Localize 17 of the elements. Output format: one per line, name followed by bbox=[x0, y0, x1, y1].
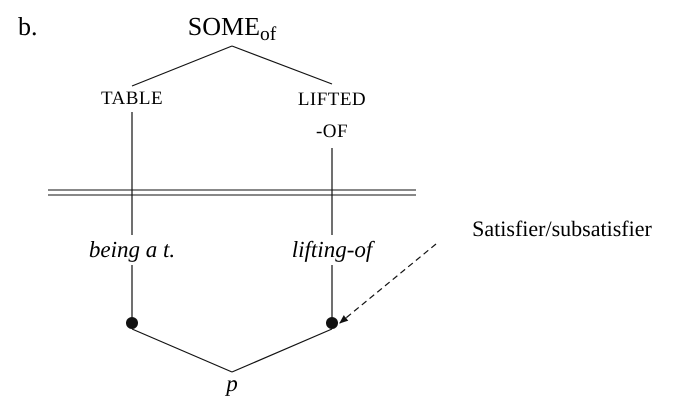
node-label: TABLE bbox=[87, 86, 177, 112]
tree-line bbox=[331, 265, 333, 317]
node-label: p bbox=[222, 372, 242, 400]
tree-line bbox=[132, 328, 232, 373]
tree-line bbox=[132, 45, 232, 87]
tree-line bbox=[232, 45, 332, 85]
tree-line bbox=[331, 148, 333, 235]
tree-line bbox=[131, 112, 133, 235]
tree-root-label: SOME$_{of}$ bbox=[182, 8, 282, 46]
annotation-text: Satisfier/subsatisfier bbox=[436, 214, 688, 244]
tree-line bbox=[131, 265, 133, 317]
panel-label: b. bbox=[18, 11, 38, 43]
node-label: lifting-of bbox=[272, 235, 392, 265]
node-label: LIFTED -OF bbox=[282, 84, 382, 148]
tree-line bbox=[232, 328, 332, 373]
dashed-arrow bbox=[339, 244, 436, 324]
node-label: being a t. bbox=[72, 235, 192, 265]
